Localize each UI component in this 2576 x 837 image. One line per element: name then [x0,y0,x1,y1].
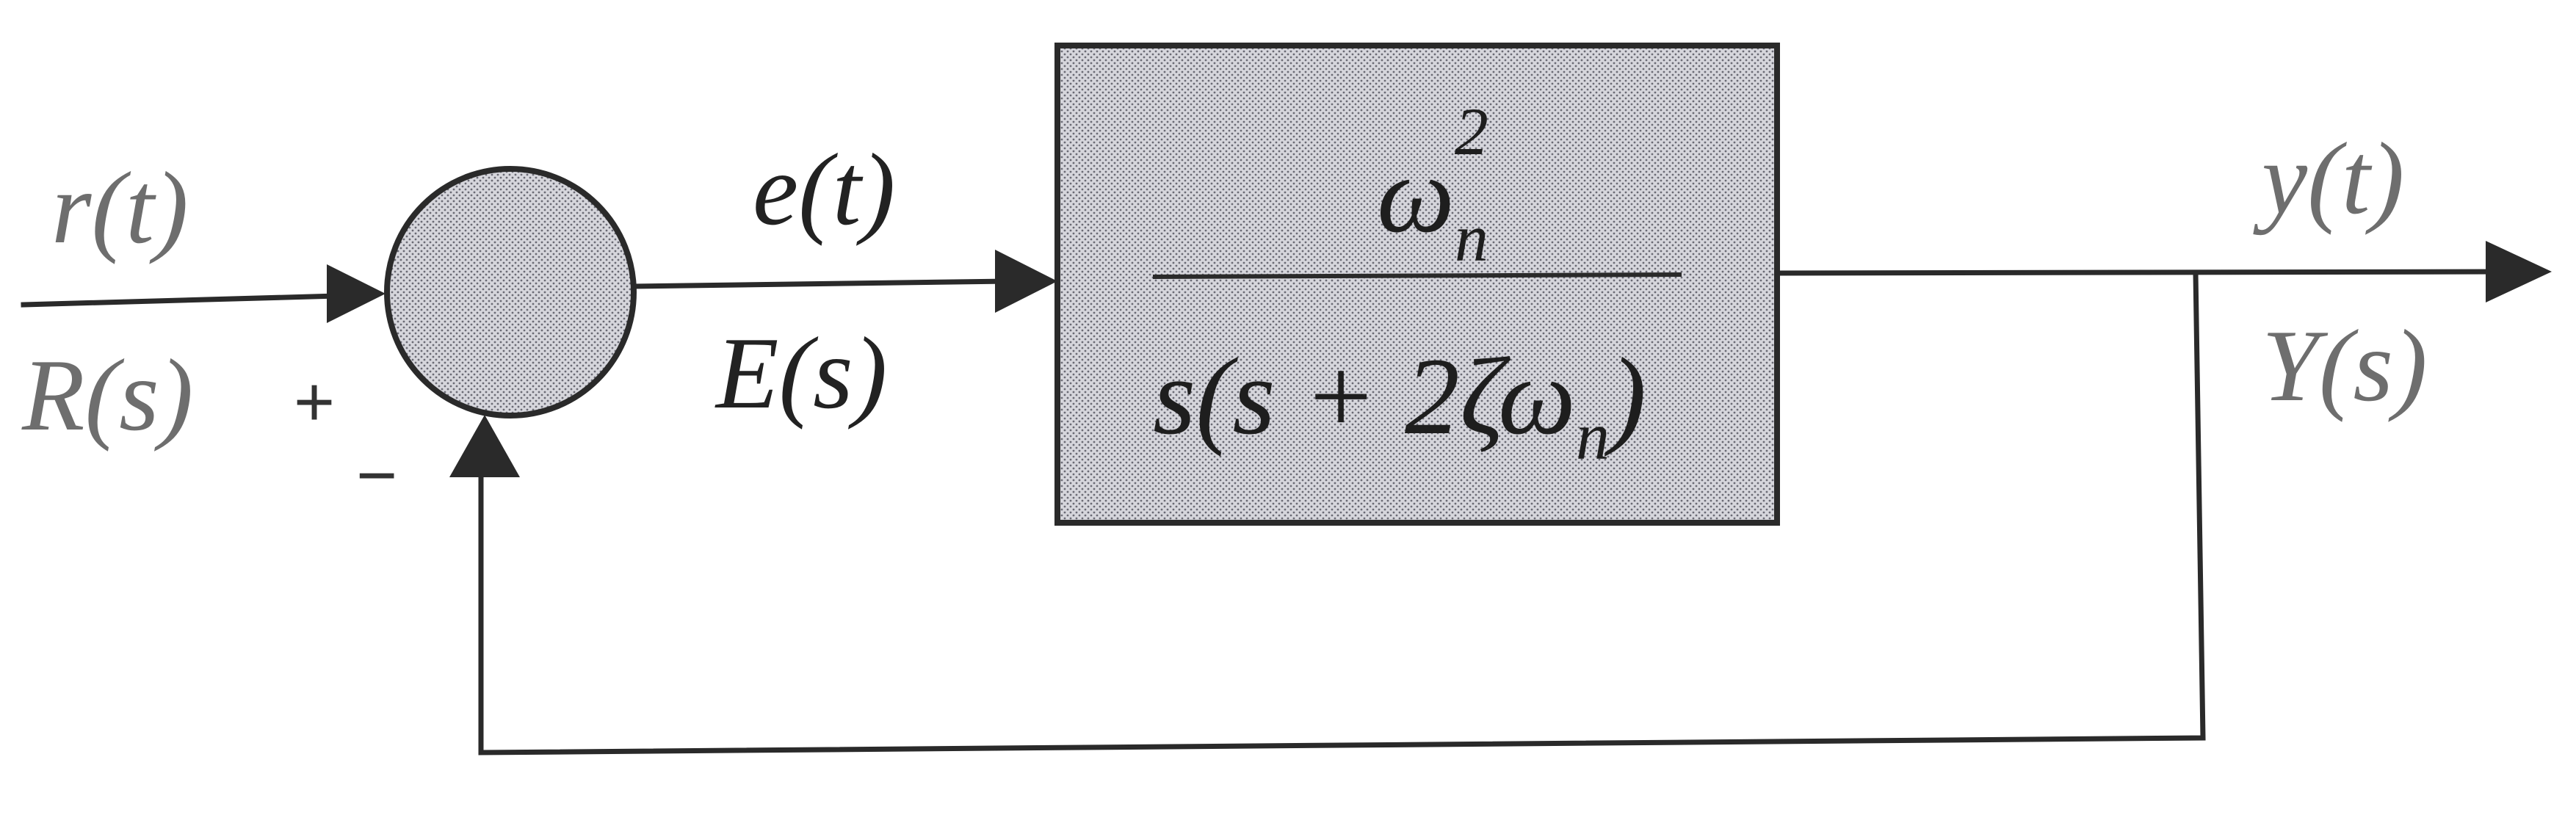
error-arrowhead [995,250,1057,313]
error-time-label: e(t) [753,133,895,247]
fraction-bar [1152,272,1682,279]
plant-numerator: ωn2 [1377,94,1488,275]
error-laplace-label: E(s) [714,316,887,430]
error-signal-line [631,278,1009,289]
input-arrowhead [327,264,386,323]
output-signal-line [1774,269,2500,276]
output-arrowhead [2486,241,2552,302]
minus-sign: − [356,436,397,515]
input-signal-line [21,293,341,308]
output-laplace-label: Y(s) [2262,309,2428,423]
output-time-label: y(t) [2253,122,2404,236]
input-laplace-label: R(s) [21,338,193,452]
feedback-path [478,270,2206,756]
plant-denominator: s(s + 2ζωn) [1153,336,1646,474]
plant-transfer-function-block [1054,43,1780,526]
plus-sign: + [294,363,335,441]
feedback-arrowhead [449,415,520,477]
input-time-label: r(t) [51,151,189,265]
summing-junction [384,166,637,418]
